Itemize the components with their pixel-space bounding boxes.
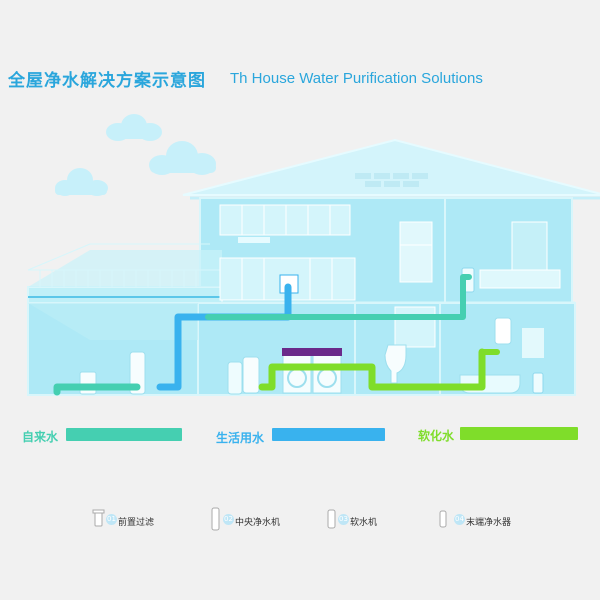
device-number: 02 [223,514,234,525]
cloud-icon [106,114,162,141]
title-chinese: 全屋净水解决方案示意图 [8,71,206,91]
device-label-pre-filter: 前置过滤 [118,518,155,528]
balcony-deck [27,286,223,304]
legend-bar-domestic-water [272,428,385,441]
terminal-purifier-lower [532,372,544,394]
range-hood [238,237,270,243]
device-label-central-purifier: 中央净水机 [235,518,281,528]
legend-bar-tap-water [66,428,182,441]
legend-label-domestic-water: 生活用水 [216,431,265,445]
legend-label-soft-water: 软化水 [418,429,455,443]
soft-water-pipe [258,348,486,391]
balcony-top [28,250,222,287]
sofa [479,269,561,289]
device-label-softener: 软水机 [350,518,378,528]
fridge [399,221,433,283]
device-label-terminal-purifier: 末端净水器 [466,518,512,528]
device-number: 01 [106,514,117,525]
domestic-water-pipe [156,283,292,391]
pre-filter-device [79,371,97,395]
toilet [384,344,407,384]
domestic-water-pipe-upper [205,274,472,320]
cloud-icon [149,141,216,175]
cloud-icon [55,168,108,196]
device-number: 04 [454,514,465,525]
legend-bar-soft-water [460,427,578,440]
water-heater [494,317,512,345]
softener-device [242,356,260,394]
balcony-railing [27,243,222,287]
bath-mirror [394,306,436,348]
tap-water-pipe [53,383,141,396]
roof-vents [355,173,428,187]
legend-label-tap-water: 自来水 [22,430,59,444]
device-number: 03 [338,514,349,525]
roof [182,138,600,196]
title-english: Th House Water Purification Solutions [230,70,483,87]
